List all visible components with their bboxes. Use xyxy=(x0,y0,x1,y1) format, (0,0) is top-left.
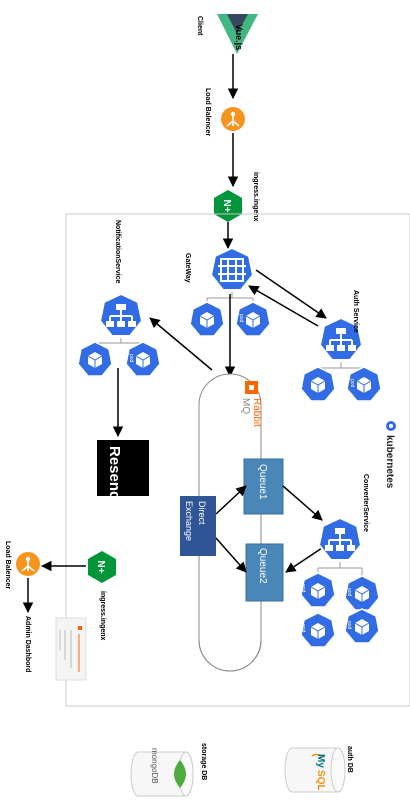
kubernetes-cluster-box xyxy=(65,213,410,707)
load-balancer-top-label: Load Balencer xyxy=(204,88,211,137)
auth-db-label: auth DB xyxy=(346,746,353,773)
gateway-label: GateWay xyxy=(184,253,191,283)
queue2-label: Queue2 xyxy=(257,548,268,584)
vue-client-icon: Vue.js xyxy=(217,14,258,54)
direct-exchange-box xyxy=(180,496,216,556)
converter-pod-label: pod xyxy=(300,584,306,593)
arrow-queue1-to-converter xyxy=(282,485,323,521)
ingress-bottom-label: ingress.ingenx xyxy=(99,591,106,641)
load-balancer-bottom-icon xyxy=(15,551,41,577)
arrow-auth-to-gateway xyxy=(248,285,319,327)
gateway-pod-label: pod xyxy=(238,314,244,323)
gateway-service-icon xyxy=(210,247,254,291)
mysql-wordmark-my: My xyxy=(315,754,326,768)
auth-db-cylinder xyxy=(284,747,346,793)
notification-pod-label: pod xyxy=(128,354,134,363)
vue-wordmark: Vue.js xyxy=(234,24,244,50)
converter-service-icon xyxy=(318,517,362,561)
arrow-exchange-to-queue1 xyxy=(215,485,247,515)
auth-pod-connector xyxy=(317,362,365,372)
ingress-top-label: ingress.ingenx xyxy=(252,172,259,222)
converter-pod-label: pod xyxy=(346,621,352,630)
rabbitmq-label-mq: MQ xyxy=(240,398,251,414)
converter-pod-label: pod xyxy=(300,624,306,633)
resend-box xyxy=(97,440,149,496)
notification-service-icon xyxy=(99,293,143,337)
queue1-box xyxy=(243,458,284,515)
auth-service-label: Auth Service xyxy=(352,290,359,333)
load-balancer-bottom-label: Load Balencer xyxy=(4,541,11,590)
arrow-exchange-to-queue2 xyxy=(215,537,247,573)
gateway-pod-label: pod xyxy=(186,314,192,323)
rabbitmq-logo-icon xyxy=(245,381,258,394)
auth-pod-label: pod xyxy=(349,379,355,388)
nginx-mark: N+ xyxy=(221,199,232,212)
kubernetes-logo-icon xyxy=(386,421,396,431)
arrow-gateway-to-auth xyxy=(255,269,327,319)
auth-pod-icon xyxy=(300,366,336,402)
notification-pod-connector xyxy=(94,338,144,346)
mongodb-wordmark: mongoDB xyxy=(150,748,159,784)
exchange-label-exchange: Exchange xyxy=(184,501,194,541)
arrow-gateway-to-notification xyxy=(149,317,213,371)
storage-db-label: storage DB xyxy=(200,743,207,780)
notification-service-label: NotificationService xyxy=(114,220,121,284)
converter-service-label: ConverterService xyxy=(362,474,369,532)
converter-pod-connector xyxy=(317,562,363,578)
rabbitmq-label-rabbit: Rabbit xyxy=(251,398,262,427)
mongodb-leaf-icon xyxy=(174,760,186,788)
resend-label: Resend xyxy=(106,446,123,500)
mysql-dolphin-icon xyxy=(311,753,323,759)
admin-dashboard-label: Admin Dashbord xyxy=(24,616,31,672)
auth-pod-label: pod xyxy=(297,379,303,388)
gateway-pod-icon xyxy=(189,301,225,337)
arrow-converter-to-queue2 xyxy=(285,547,323,573)
client-label: Client xyxy=(196,16,203,36)
nginx-mark-bottom: N+ xyxy=(95,560,106,573)
admin-dashboard-thumbnail xyxy=(55,617,87,681)
mysql-wordmark-sql: SQL xyxy=(315,770,326,791)
notification-pod-label: pod xyxy=(74,354,80,363)
load-balancer-icon xyxy=(220,106,246,132)
queue2-box xyxy=(245,543,284,602)
kubernetes-label: kubernetes xyxy=(384,435,395,489)
converter-pod-label: pod xyxy=(346,588,352,597)
queue1-label: Queue1 xyxy=(257,464,268,500)
notification-pod-icon xyxy=(77,341,113,377)
exchange-label-direct: Direct xyxy=(197,501,207,525)
storage-db-cylinder xyxy=(130,748,194,797)
